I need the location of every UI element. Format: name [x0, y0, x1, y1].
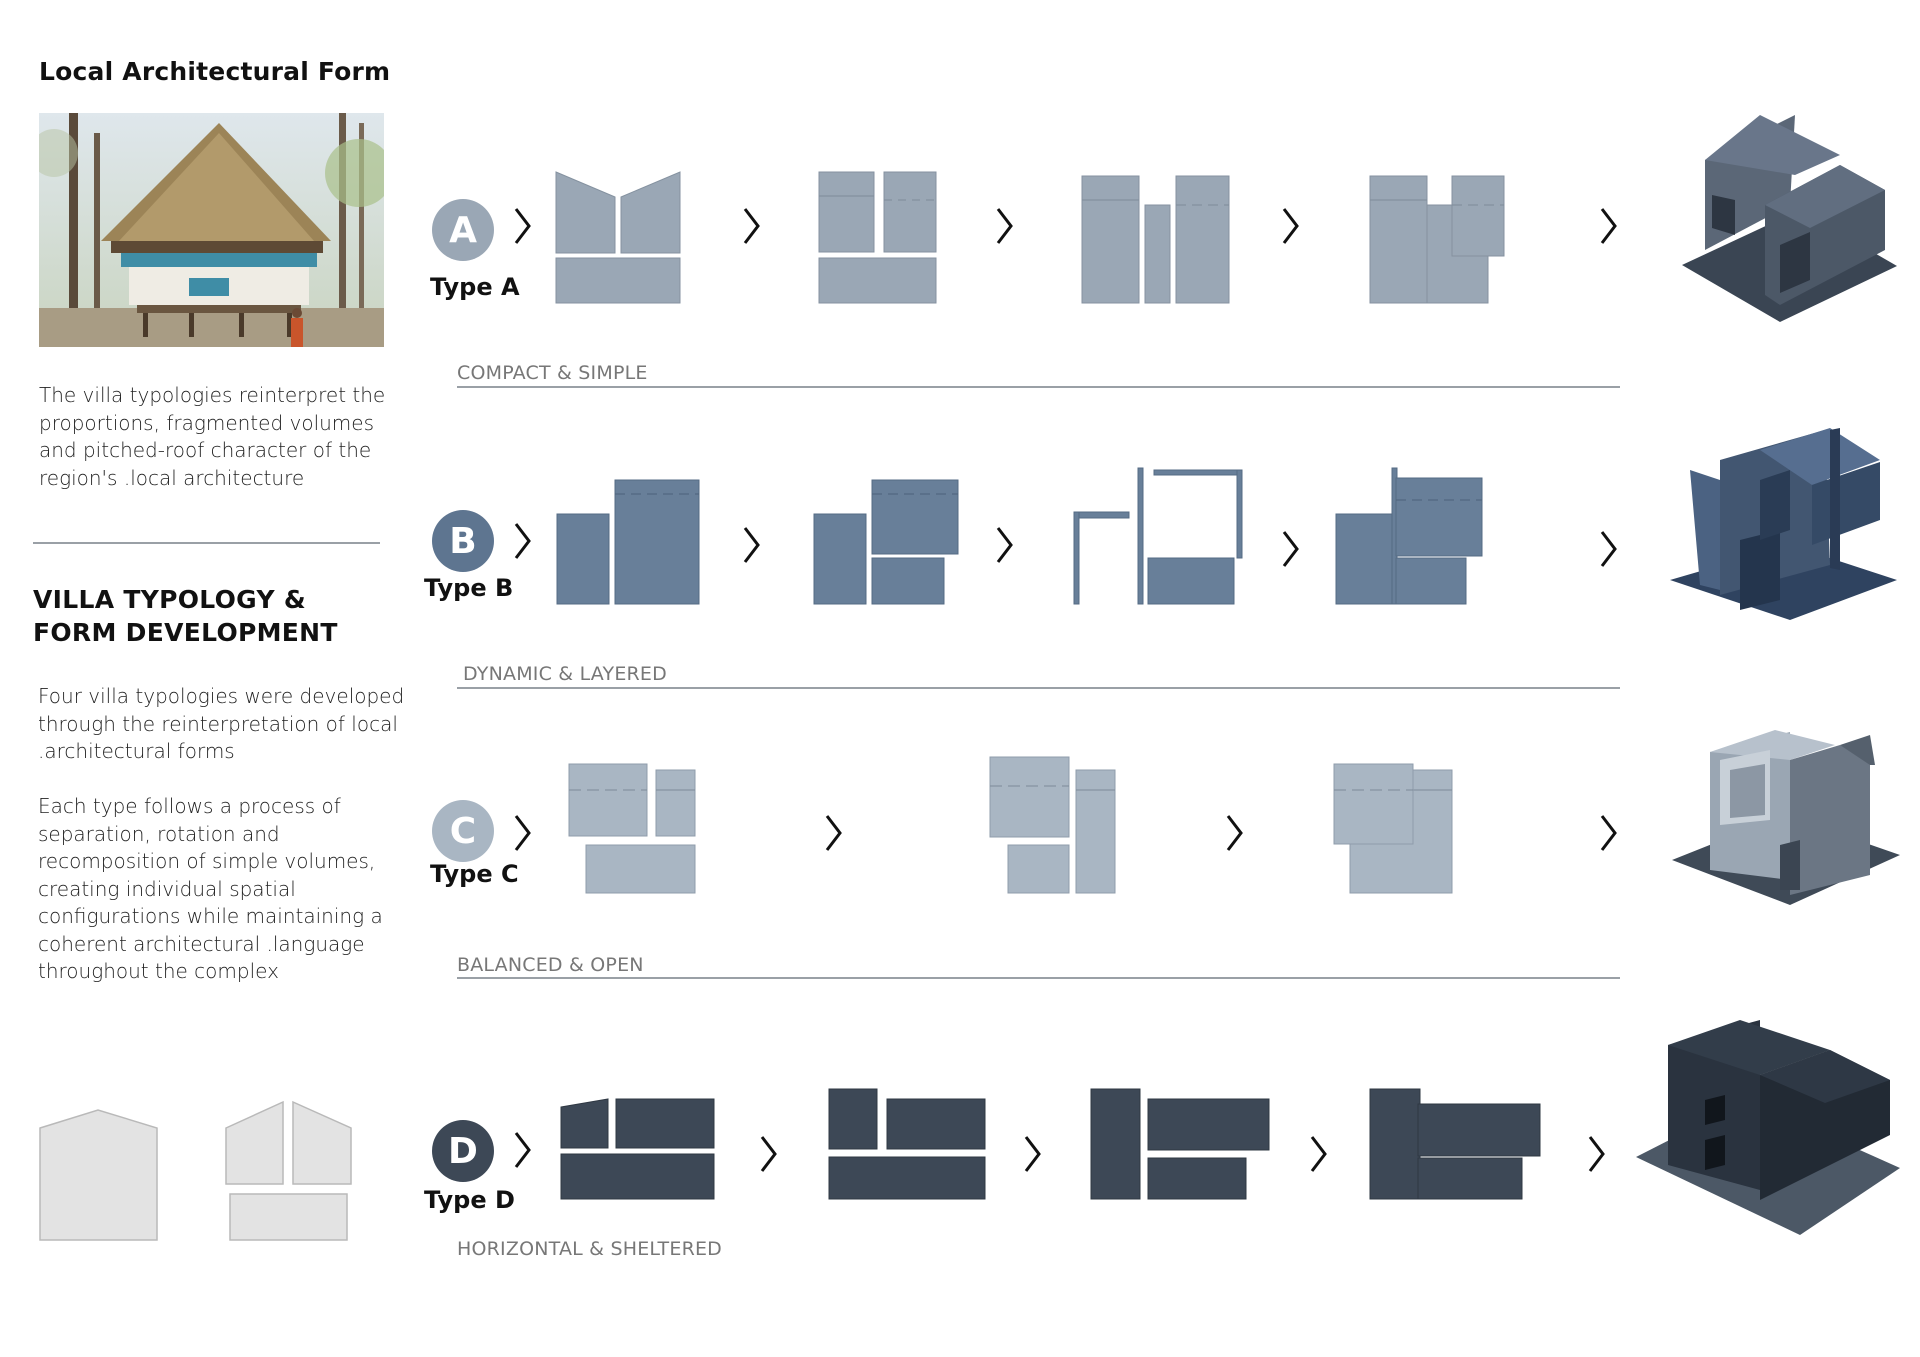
type-c-label: Type C — [430, 860, 519, 888]
row-b-caption: DYNAMIC & LAYERED — [463, 663, 667, 685]
row-b-steps — [556, 467, 1483, 605]
row-c-steps — [568, 756, 1453, 894]
row-b-arrows — [514, 523, 1617, 567]
row-b-line — [457, 687, 1620, 689]
row-a-arrows — [514, 208, 1617, 244]
local-house-photo — [39, 113, 384, 347]
left-divider — [33, 542, 380, 544]
type-b-label: Type B — [424, 574, 514, 602]
row-c-model — [1672, 730, 1900, 905]
row-c-line — [457, 977, 1620, 979]
local-form-description: The villa typologies reinterpret the pro… — [39, 383, 386, 490]
pitched-roof-sketch — [39, 1100, 352, 1241]
badge-c: C — [432, 800, 494, 862]
row-a-steps — [555, 171, 1505, 304]
villa-typology-title-line1: VILLA TYPOLOGY & — [33, 585, 306, 614]
row-d-arrows — [514, 1132, 1605, 1172]
typology-process: Each type follows a process of separatio… — [38, 794, 383, 983]
badge-a: A — [432, 199, 494, 261]
villa-typology-title: VILLA TYPOLOGY & FORM DEVELOPMENT — [33, 583, 338, 649]
row-a-caption: COMPACT & SIMPLE — [457, 362, 648, 384]
row-d-steps — [560, 1088, 1541, 1200]
badge-d: D — [432, 1120, 494, 1182]
row-c-arrows — [514, 815, 1617, 851]
local-form-title: Local Architectural Form — [39, 57, 391, 86]
row-d-model — [1636, 1020, 1900, 1235]
row-a-line — [457, 386, 1620, 388]
row-a-model — [1682, 115, 1897, 322]
row-d-caption: HORIZONTAL & SHELTERED — [457, 1238, 723, 1260]
type-d-label: Type D — [424, 1186, 515, 1214]
row-c-caption: BALANCED & OPEN — [457, 954, 644, 976]
badge-b: B — [432, 510, 494, 572]
type-a-label: Type A — [430, 273, 520, 301]
row-b-model — [1670, 428, 1897, 620]
typology-intro: Four villa typologies were developed thr… — [38, 684, 405, 763]
villa-typology-title-line2: FORM DEVELOPMENT — [33, 618, 338, 647]
